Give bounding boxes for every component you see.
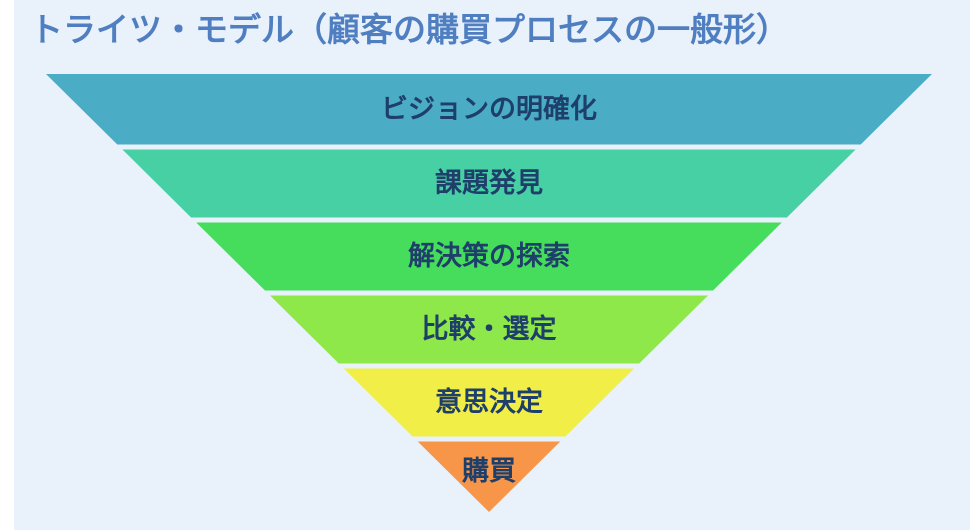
funnel-stage-label-3: 解決策の探索 [408,240,570,272]
funnel-stage-6 [417,441,561,512]
funnel-stage-5 [343,368,635,437]
funnel-stage-4 [270,295,708,364]
funnel-stage-1 [46,74,932,145]
funnel-stage-2 [122,149,856,218]
funnel-stage-label-4: 比較・選定 [422,313,557,345]
funnel-stage-label-5: 意思決定 [435,386,543,418]
diagram-title: トライツ・モデル（顧客の購買プロセスの一般形） [30,10,789,49]
funnel-stage-label-2: 課題発見 [435,167,543,199]
funnel-stage-3 [196,222,782,291]
funnel-stage-label-1: ビジョンの明確化 [381,93,597,125]
funnel-stage-label-6: 購買 [462,456,516,487]
